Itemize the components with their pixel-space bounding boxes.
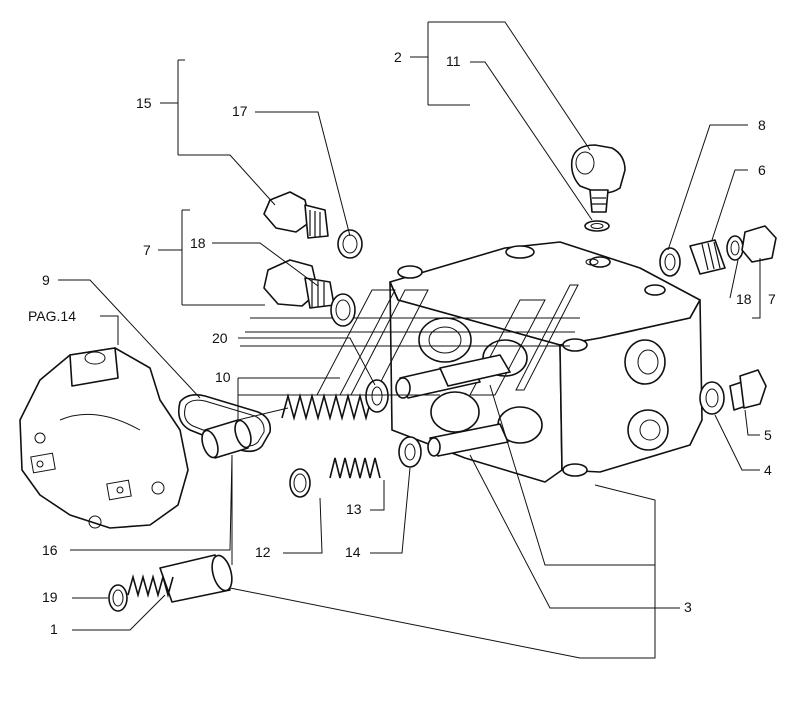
label-pag-14: PAG.14 (28, 308, 76, 324)
label-10: 10 (215, 369, 231, 385)
callout-labels: 2 11 15 17 8 6 18 7 9 18 7 PAG.14 20 10 … (28, 49, 776, 637)
label-12: 12 (255, 544, 271, 560)
label-5: 5 (764, 427, 772, 443)
label-19: 19 (42, 589, 58, 605)
label-17: 17 (232, 103, 248, 119)
right-side-plugs (659, 225, 777, 415)
label-14: 14 (345, 544, 361, 560)
label-11: 11 (446, 53, 461, 69)
springs-and-spools (281, 354, 511, 498)
elbow-fitting-2 (570, 144, 626, 232)
label-9: 9 (42, 272, 50, 288)
label-13: 13 (346, 501, 362, 517)
label-20: 20 (212, 330, 228, 346)
label-3: 3 (684, 599, 692, 615)
plug-15 (263, 191, 363, 259)
label-4: 4 (764, 462, 772, 478)
sleeve-16 (201, 419, 252, 459)
label-2: 2 (394, 49, 402, 65)
end-cover (19, 347, 189, 529)
label-8: 8 (758, 117, 766, 133)
leader-lines (58, 21, 761, 659)
label-18-right: 18 (736, 291, 752, 307)
plug-7-left (263, 259, 356, 327)
label-7-right: 7 (768, 291, 776, 307)
piston-1 (108, 554, 233, 612)
label-18-left: 18 (190, 235, 206, 251)
label-6: 6 (758, 162, 766, 178)
label-1: 1 (50, 621, 58, 637)
label-16: 16 (42, 542, 58, 558)
label-7-left: 7 (143, 242, 151, 258)
label-15: 15 (136, 95, 152, 111)
